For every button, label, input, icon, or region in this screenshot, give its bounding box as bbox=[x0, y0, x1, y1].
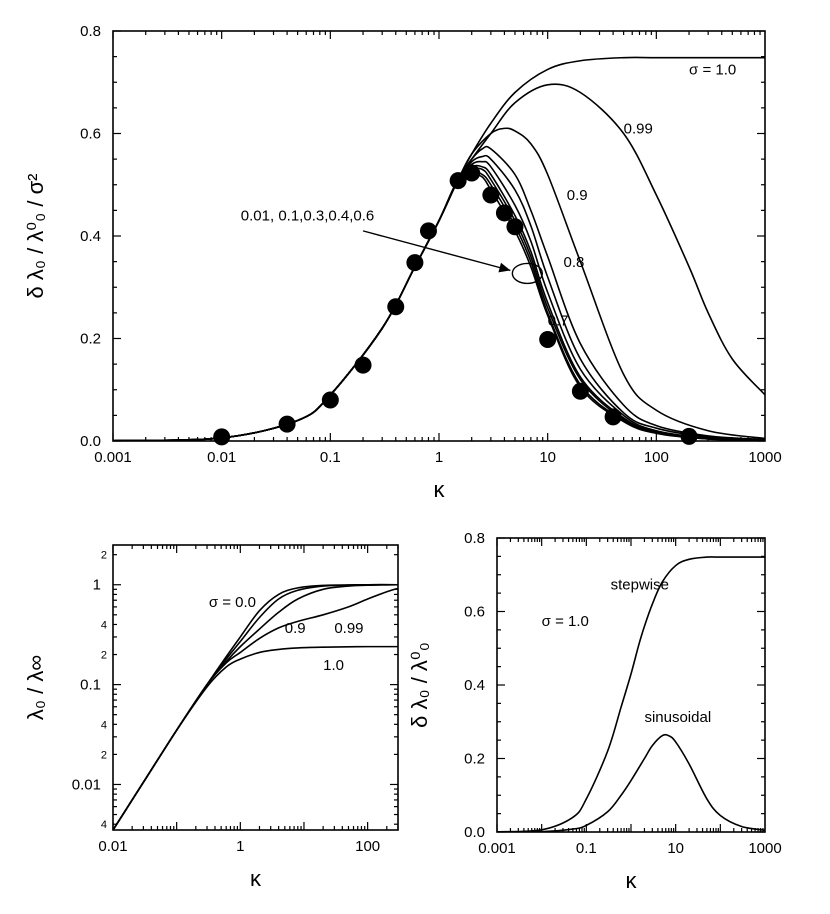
top-x-tick-label: 0.1 bbox=[320, 449, 341, 466]
top-y-axis-label: δ λ₀ / λ⁰₀ / σ² bbox=[23, 173, 48, 298]
top-annotation: 0.7 bbox=[548, 313, 569, 330]
top-axis-frame bbox=[112, 30, 766, 442]
top-series-line bbox=[113, 170, 765, 441]
top-x-tick-label: 0.001 bbox=[94, 449, 132, 466]
top-annotation: 0.99 bbox=[624, 121, 653, 138]
bottom-left-annotation: 1.0 bbox=[323, 657, 344, 674]
bottom-left-axis-frame bbox=[112, 544, 399, 831]
top-data-point bbox=[419, 222, 437, 240]
top-data-point bbox=[506, 218, 524, 236]
top-data-point bbox=[387, 298, 405, 316]
top-y-tick-label: 0.8 bbox=[80, 23, 101, 40]
top-series-line bbox=[113, 127, 765, 441]
top-series-line bbox=[113, 83, 765, 441]
top-data-point bbox=[213, 428, 231, 446]
bottom-left-y-minor-label: 4 bbox=[101, 819, 107, 831]
top-series-line bbox=[113, 56, 765, 441]
top-y-tick-label: 0.2 bbox=[80, 331, 101, 348]
bottom-left-x-tick-label: 100 bbox=[355, 838, 380, 855]
top-series-line bbox=[113, 154, 765, 441]
bottom-left-x-tick-label: 1 bbox=[236, 838, 244, 855]
bottom-right-x-tick-label: 10 bbox=[667, 840, 684, 857]
top-x-tick-label: 10 bbox=[539, 449, 556, 466]
bottom-left-y-axis-label: λ₀ / λ∞ bbox=[23, 655, 48, 720]
bottom-right-x-tick-label: 0.001 bbox=[478, 840, 516, 857]
top-annotation: 0.01, 0.1,0.3,0.4,0.6 bbox=[241, 208, 374, 225]
bottom-left-y-tick-label: 0.1 bbox=[80, 677, 101, 694]
top-series-line bbox=[113, 167, 765, 441]
top-data-point bbox=[278, 415, 296, 433]
top-data-point bbox=[482, 186, 500, 204]
bottom-left-series-line bbox=[113, 645, 398, 830]
top-annotation-arrow bbox=[362, 230, 511, 272]
bottom-left-annotation: 0.99 bbox=[334, 620, 363, 637]
top-panel: 0.001 0.01 0.1 1 10 100 1000 0.0 0.2 0.4 0.6 0.8 κ δ … bbox=[23, 23, 782, 502]
bottom-right-y-tick-label: 0.8 bbox=[464, 530, 485, 547]
top-x-tick-label: 1 bbox=[435, 449, 443, 466]
bottom-right-x-tick-label: 1000 bbox=[748, 840, 781, 857]
top-series-line bbox=[113, 160, 765, 441]
bottom-left-annotation: σ = 0.0 bbox=[209, 594, 256, 611]
bottom-right-y-tick-label: 0.0 bbox=[464, 824, 485, 841]
top-data-point bbox=[406, 254, 424, 272]
top-annotation: σ = 1.0 bbox=[689, 62, 736, 79]
top-data-point bbox=[604, 408, 622, 426]
top-series-line bbox=[113, 173, 765, 441]
top-data-point bbox=[539, 331, 557, 349]
top-data-point bbox=[680, 427, 698, 445]
bottom-right-y-axis-label: δ λ₀ / λ⁰₀ bbox=[407, 642, 432, 728]
bottom-right-series-line bbox=[497, 733, 765, 832]
top-y-tick-label: 0.4 bbox=[80, 228, 101, 245]
bottom-right-y-tick-label: 0.6 bbox=[464, 604, 485, 621]
bottom-left-y-minor-label: 2 bbox=[101, 550, 107, 562]
bottom-left-x-axis-label: κ bbox=[250, 866, 262, 891]
top-x-tick-label: 0.01 bbox=[207, 449, 236, 466]
bottom-left-y-tick-label: 1 bbox=[93, 577, 101, 594]
top-data-point bbox=[321, 391, 339, 409]
top-series-line bbox=[113, 145, 765, 441]
bottom-right-annotation: sinusoidal bbox=[644, 709, 711, 726]
top-data-point bbox=[449, 172, 467, 190]
top-annotation: 0.9 bbox=[567, 187, 588, 204]
top-series-line bbox=[113, 164, 765, 441]
top-x-tick-label: 100 bbox=[644, 449, 669, 466]
top-cluster-ellipse bbox=[511, 262, 544, 285]
bottom-right-annotation: σ = 1.0 bbox=[542, 613, 589, 630]
top-data-point bbox=[571, 382, 589, 400]
bottom-right-annotation: stepwise bbox=[611, 576, 669, 593]
bottom-left-y-minor-label: 2 bbox=[101, 749, 107, 761]
top-data-point bbox=[354, 356, 372, 374]
bottom-right-panel: 0.001 0.1 10 1000 0.0 0.2 0.4 0.6 0.8 κ δ λ₀ / λ⁰₀… bbox=[407, 530, 782, 893]
bottom-right-x-axis-label: κ bbox=[626, 868, 638, 893]
top-x-axis-label: κ bbox=[434, 477, 446, 502]
top-arrow-head bbox=[498, 262, 511, 273]
bottom-left-y-minor-label: 4 bbox=[101, 619, 107, 631]
top-x-tick-label: 1000 bbox=[748, 449, 781, 466]
bottom-right-x-tick-label: 0.1 bbox=[576, 840, 597, 857]
top-annotation: 0.8 bbox=[564, 254, 585, 271]
bottom-left-y-minor-label: 2 bbox=[101, 650, 107, 662]
top-y-tick-label: 0.0 bbox=[80, 433, 101, 450]
bottom-left-y-tick-label: 0.01 bbox=[72, 776, 101, 793]
top-data-point bbox=[463, 164, 481, 182]
top-data-point bbox=[495, 204, 513, 222]
bottom-right-series-line bbox=[497, 556, 765, 832]
bottom-right-y-tick-label: 0.2 bbox=[464, 751, 485, 768]
bottom-left-annotation: 0.9 bbox=[285, 620, 306, 637]
bottom-right-y-tick-label: 0.4 bbox=[464, 677, 485, 694]
top-y-tick-label: 0.6 bbox=[80, 126, 101, 143]
bottom-left-y-minor-label: 4 bbox=[101, 719, 107, 731]
bottom-left-x-tick-label: 0.01 bbox=[98, 838, 127, 855]
